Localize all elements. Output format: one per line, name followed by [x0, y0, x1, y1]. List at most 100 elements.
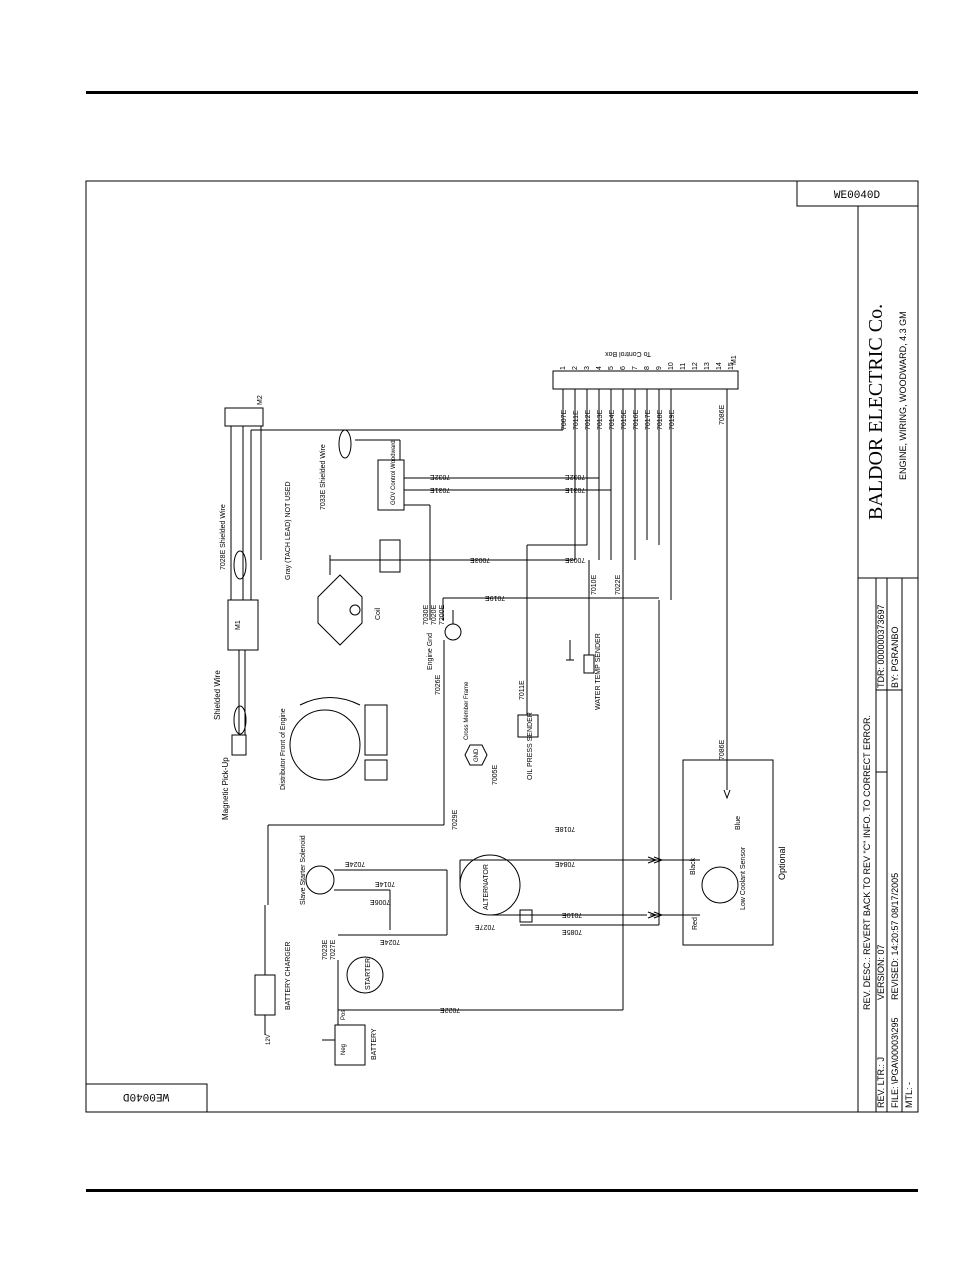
drawing-number-bottom: WE0040D: [123, 1090, 170, 1102]
wire-7018e: 7018E: [555, 825, 576, 832]
wire-7010e: 7010E: [591, 574, 598, 595]
rev-desc: REV. DESC.: REVERT BACK TO REV "C" INFO.…: [862, 715, 872, 1010]
label-gnd: GND: [474, 748, 480, 762]
terminal-number: 2: [572, 366, 579, 370]
mtl: MTL: -: [904, 1082, 914, 1108]
water-temp-sender: [583, 654, 595, 674]
wire-7031e-a: 7031E: [430, 486, 451, 493]
wire-7022e-a: 7022E: [615, 574, 622, 595]
wire-7026e: 7026E: [435, 674, 442, 695]
label-starter: STARTER: [365, 958, 372, 990]
label-gnd-frame: Cross Member Frame: [464, 681, 470, 740]
label-distributor: Distributor Front of Engine: [280, 708, 287, 790]
label-gray-tach: Gray (TACH LEAD) NOT USED: [285, 481, 292, 580]
starter-solenoid: [305, 865, 335, 895]
wire-number: 7018E: [657, 409, 664, 430]
wire-7024e-a: 7024E: [345, 860, 366, 867]
label-water-temp: WATER TEMP SENDER: [595, 633, 602, 710]
alternator: [459, 854, 521, 916]
label-battery: BATTERY: [371, 1028, 378, 1060]
terminal-number: 5: [608, 366, 615, 370]
label-shielded-wire-c: 7033E Shielded Wire: [320, 444, 327, 510]
terminal-number: 1: [560, 366, 567, 370]
wire-7020e: 7020E: [431, 604, 438, 625]
wire-7027e: 7027E: [475, 923, 496, 930]
label-12v: 12V: [266, 1034, 272, 1045]
label-coil: Coil: [375, 607, 382, 620]
wire-7023e: 7023E: [322, 939, 329, 960]
wire-7086e-a: 7086E: [719, 404, 726, 425]
terminal-number: 14: [716, 362, 723, 370]
drawn-by: BY: PGRANBO: [890, 626, 900, 688]
file-path: FILE: \PGA\00003\295: [890, 1017, 900, 1108]
battery-charger: [254, 974, 276, 1016]
label-oil-press: OIL PRESS SENDER: [527, 712, 534, 780]
wire-7019e: 7019E: [485, 594, 506, 601]
wire-7084e: 7084E: [555, 860, 576, 867]
wire-number: 7013E: [597, 409, 604, 430]
terminal-strip-m1: [552, 370, 739, 390]
low-coolant-sensor: [701, 866, 739, 904]
label-magnetic-pickup: Magnetic Pick-Up: [221, 757, 230, 820]
terminal-strip-m2: [224, 407, 264, 427]
tdr: TDR: 000000373697: [876, 604, 886, 688]
wire-7011e: 7011E: [519, 680, 526, 700]
wire-7024e-b: 7024E: [380, 938, 401, 945]
starter: [346, 956, 384, 994]
footer-rule: [86, 1189, 918, 1192]
terminal-number: 11: [680, 363, 687, 370]
terminal-number: 8: [644, 366, 651, 370]
label-shielded-wire-b: 7028E Shielded Wire: [220, 504, 227, 570]
label-battery-charger: BATTERY CHARGER: [285, 942, 292, 1010]
wire-7200e: 7200E: [439, 604, 446, 625]
wire-number: 7017E: [645, 409, 652, 430]
label-starter-solenoid: Slave Starter Solenoid: [300, 835, 307, 905]
version: VERSION: 07: [876, 944, 886, 1000]
terminal-number: 13: [704, 362, 711, 370]
oil-press-sender: [517, 714, 539, 738]
label-red: Red: [692, 917, 699, 930]
label-pos: Pos: [341, 1010, 347, 1020]
label-m1-left: M1: [235, 620, 242, 630]
label-neg: Neg: [341, 1044, 347, 1055]
terminal-number: 4: [596, 366, 603, 370]
wire-7031e-b: 7031E: [565, 486, 586, 493]
label-low-coolant: Low Coolant Sensor: [740, 846, 747, 910]
terminal-number: 7: [632, 366, 639, 370]
label-blue: Blue: [735, 816, 742, 830]
wire-7086e-b: 7086E: [719, 739, 726, 760]
terminal-number: 15: [728, 362, 735, 370]
wire-number: 7015E: [621, 409, 628, 430]
wire-number: 7019E: [669, 409, 676, 430]
wire-7027e-b: 7027E: [330, 939, 337, 960]
wire-7010e-b: 7010E: [562, 911, 583, 918]
gov-control: [377, 459, 405, 511]
wire-7014e: 7014E: [375, 880, 396, 887]
wire-number: 7011E: [573, 410, 580, 430]
optional-box: [682, 759, 774, 946]
terminal-number: 6: [620, 366, 627, 370]
distributor: [289, 709, 361, 781]
company-name: BALDOR ELECTRIC Co.: [865, 304, 887, 520]
wire-7006e: 7006E: [370, 898, 391, 905]
drawing-number-box-bottom: [85, 1083, 208, 1113]
drawing-number: WE0040D: [834, 190, 881, 202]
label-engine-gnd: Engine Gnd: [427, 633, 434, 670]
terminal-number: 12: [692, 362, 699, 370]
label-alternator: ALTERNATOR: [483, 864, 490, 910]
wire-7032e-a: 7032E: [430, 473, 451, 480]
label-to-control-box: To Control Box: [605, 350, 651, 357]
label-shielded-wire-a: Shielded Wire: [213, 670, 222, 720]
wire-7029e: 7029E: [452, 809, 459, 830]
wire-7030e: 7030E: [423, 604, 430, 625]
drawing-border: [85, 180, 919, 1113]
wire-7032e-b: 7032E: [565, 473, 586, 480]
label-woodward: GOV Control Woodward: [391, 440, 397, 505]
wire-7005e: 7005E: [492, 764, 499, 785]
wire-number: 7016E: [633, 409, 640, 430]
header-rule: [86, 91, 918, 94]
label-m1-right: M1: [731, 355, 738, 365]
